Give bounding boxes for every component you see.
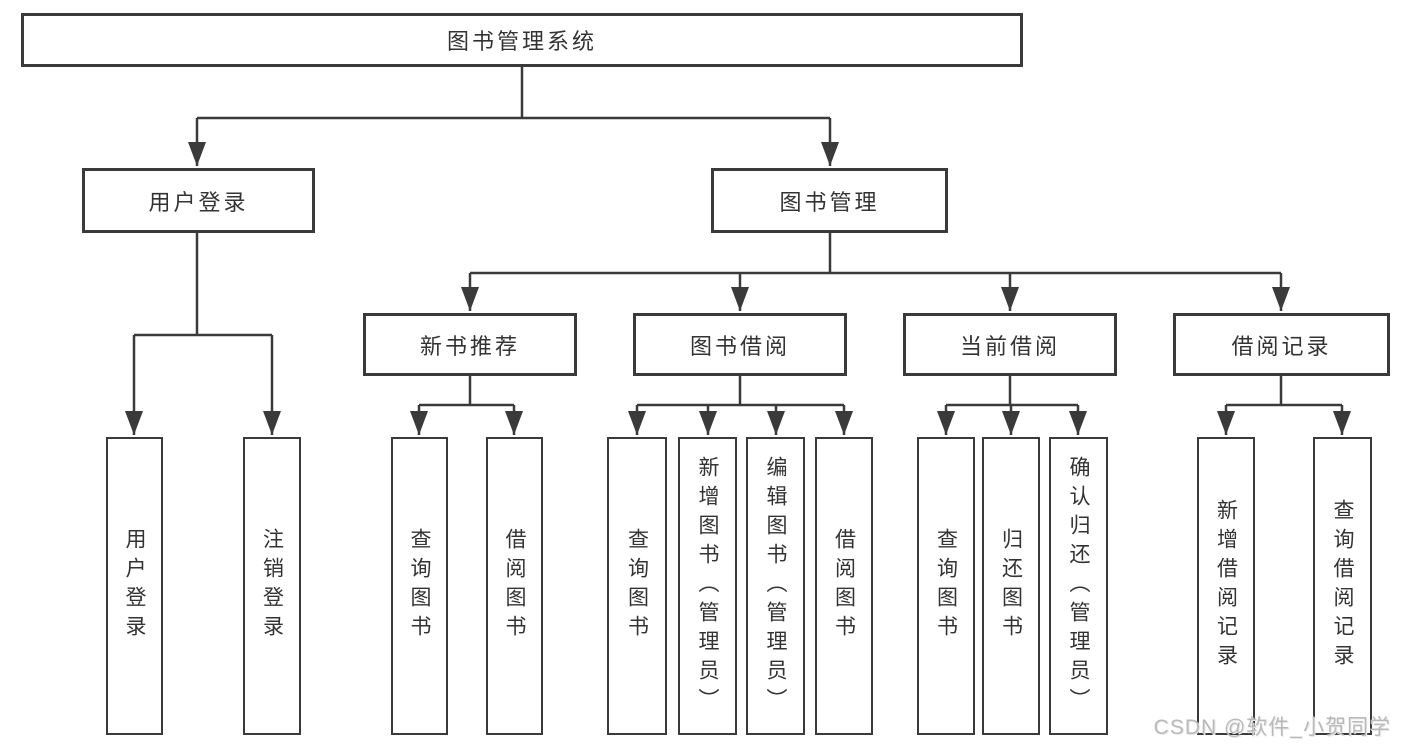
leaf-return-book-label: 归还图书	[999, 528, 1023, 644]
leaf-confirm-return-admin: 确认归还（管理员）	[1049, 437, 1108, 735]
leaf-query-book-recommend: 查询图书	[391, 437, 448, 735]
node-borrow-record: 借阅记录	[1173, 313, 1390, 376]
connectors-current-borrow	[937, 376, 1087, 435]
leaf-query-book-borrow-label: 查询图书	[625, 528, 649, 644]
leaf-logout: 注销登录	[243, 437, 301, 735]
leaf-borrow-book-recommend: 借阅图书	[486, 437, 543, 735]
node-current-borrow: 当前借阅	[903, 313, 1117, 376]
leaf-query-book-recommend-label: 查询图书	[408, 528, 431, 644]
connectors-borrow-record	[1217, 376, 1351, 435]
leaf-query-book-current: 查询图书	[917, 437, 975, 735]
leaf-borrow-book: 借阅图书	[815, 437, 873, 735]
leaf-add-borrow-record-label: 新增借阅记录	[1214, 499, 1238, 673]
leaf-add-book-admin: 新增图书（管理员）	[678, 437, 737, 735]
node-user-login: 用户登录	[82, 168, 315, 233]
connectors-book-borrow	[628, 376, 853, 435]
csdn-watermark: CSDN @软件_小贺同学	[1153, 716, 1391, 739]
node-library-management-system: 图书管理系统	[21, 13, 1023, 67]
leaf-borrow-book-label: 借阅图书	[832, 528, 856, 644]
leaf-query-borrow-record-label: 查询借阅记录	[1331, 499, 1354, 673]
leaf-logout-label: 注销登录	[260, 528, 284, 644]
connectors-user-login	[125, 233, 281, 435]
leaf-add-book-admin-label: 新增图书（管理员）	[696, 455, 719, 717]
leaf-confirm-return-admin-label: 确认归还（管理员）	[1067, 455, 1090, 717]
leaf-return-book: 归还图书	[982, 437, 1040, 735]
node-book-management: 图书管理	[711, 168, 948, 233]
leaf-add-borrow-record: 新增借阅记录	[1197, 437, 1255, 735]
leaf-query-book-current-label: 查询图书	[934, 528, 958, 644]
connectors-new-book-recommend	[410, 376, 523, 435]
leaf-query-book-borrow: 查询图书	[607, 437, 667, 735]
node-new-book-recommend: 新书推荐	[363, 313, 577, 376]
leaf-query-borrow-record: 查询借阅记录	[1313, 437, 1372, 735]
leaf-user-login: 用户登录	[106, 437, 163, 735]
node-book-borrow: 图书借阅	[633, 313, 847, 376]
connectors-book-management	[461, 233, 1290, 311]
leaf-borrow-book-recommend-label: 借阅图书	[503, 528, 526, 644]
leaf-edit-book-admin: 编辑图书（管理员）	[746, 437, 805, 735]
connectors-root	[188, 67, 839, 166]
leaf-user-login-label: 用户登录	[123, 528, 146, 644]
leaf-edit-book-admin-label: 编辑图书（管理员）	[764, 455, 787, 717]
